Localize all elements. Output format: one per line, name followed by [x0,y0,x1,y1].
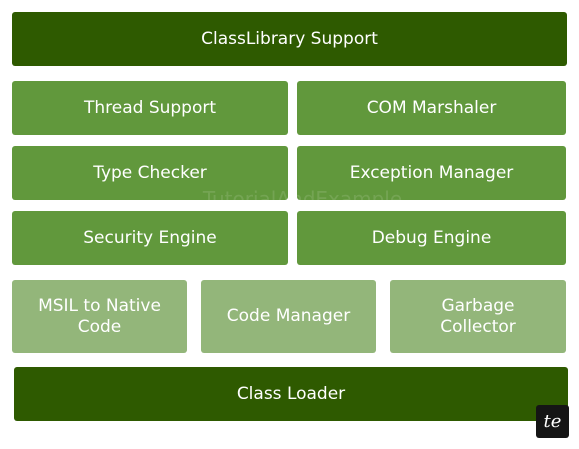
thread-support-block: Thread Support [12,81,288,135]
type-checker-block: Type Checker [12,146,288,200]
class-loader-block: Class Loader [14,367,568,421]
site-logo-icon: te [536,405,569,438]
security-engine-block: Security Engine [12,211,288,265]
code-manager-block: Code Manager [201,280,376,353]
com-marshaler-block: COM Marshaler [297,81,566,135]
exception-manager-block: Exception Manager [297,146,566,200]
classlibrary-support-block: ClassLibrary Support [12,12,567,66]
garbage-collector-block: Garbage Collector [390,280,566,353]
msil-to-native-code-block: MSIL to Native Code [12,280,187,353]
debug-engine-block: Debug Engine [297,211,566,265]
